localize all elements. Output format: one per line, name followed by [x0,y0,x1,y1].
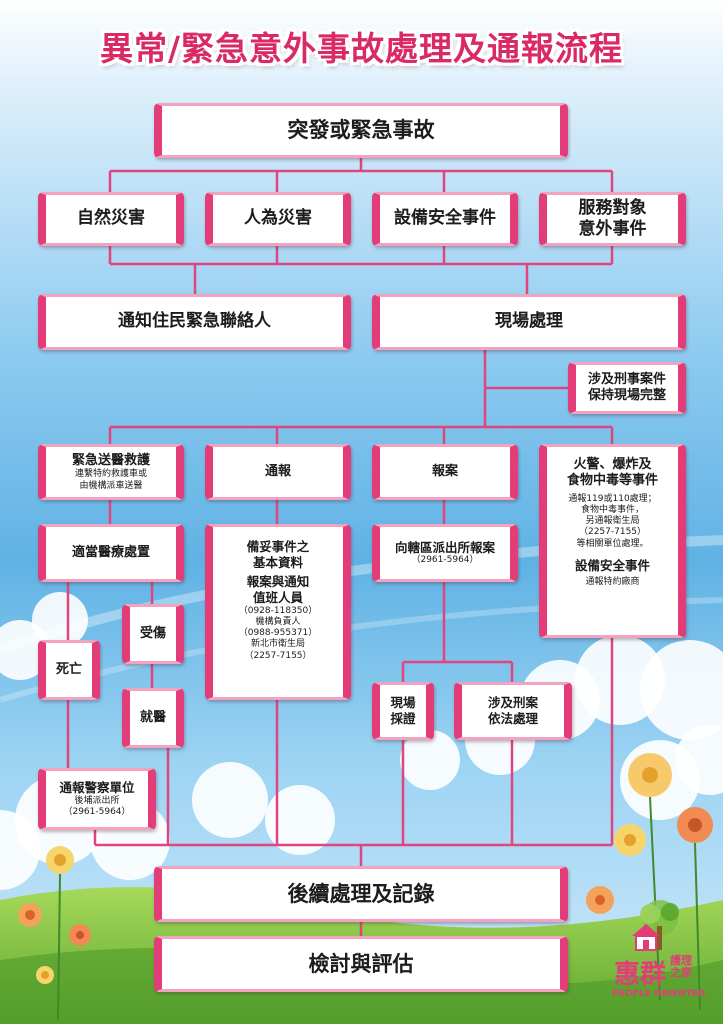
node-notify-emergency-contact: 通知住民緊急聯絡人 [38,294,351,350]
node-criminal-legal: 涉及刑案依法處理 [454,682,572,740]
node-seek-treatment: 就醫 [122,688,184,748]
node-notify: 通報 [205,444,351,500]
organization-logo: 惠群 護理之家 PEOPLE ORIENTED [606,898,716,1014]
node-natural-disaster: 自然災害 [38,192,184,246]
node-criminal-keep-scene: 涉及刑事案件保持現場完整 [568,362,686,414]
node-report-police: 報案 [372,444,518,500]
node-notify-police-unit: 通報警察單位 後埔派出所 （2961-5964） [38,768,156,830]
node-sudden-incident: 突發或緊急事故 [154,103,568,158]
node-emergency-transport: 緊急送醫救護 連繫特約救護車或 由機構派車送醫 [38,444,184,500]
flower-icon [18,753,713,1021]
node-death: 死亡 [38,640,100,700]
node-service-accident: 服務對象意外事件 [539,192,686,246]
logo-english: PEOPLE ORIENTED [612,989,706,999]
node-injured: 受傷 [122,604,184,664]
logo-subtitle: 護理之家 [670,954,692,980]
node-fire-explosion-poisoning: 火警、爆炸及 食物中毒等事件 通報119或110處理； 食物中毒事件， 另通報衛… [539,444,686,638]
node-review-evaluate: 檢討與評估 [154,936,568,992]
node-scene-evidence: 現場採證 [372,682,434,740]
page-title: 異常/緊急意外事故處理及通報流程 [99,29,624,68]
node-followup-record: 後續處理及記錄 [154,866,568,922]
node-onsite-handling: 現場處理 [372,294,686,350]
node-equipment-incident: 設備安全事件 [372,192,518,246]
logo-name: 惠群 [614,960,667,990]
node-medical-treatment: 適當醫療處置 [38,524,184,582]
house-tree-logo-icon [632,900,679,951]
node-human-disaster: 人為災害 [205,192,351,246]
node-local-police-station: 向轄區派出所報案 （2961-5964） [372,524,518,582]
node-basic-info-record: 備妥事件之 基本資料 報案與通知 值班人員 （0928-118350） 機構負責… [205,524,351,700]
